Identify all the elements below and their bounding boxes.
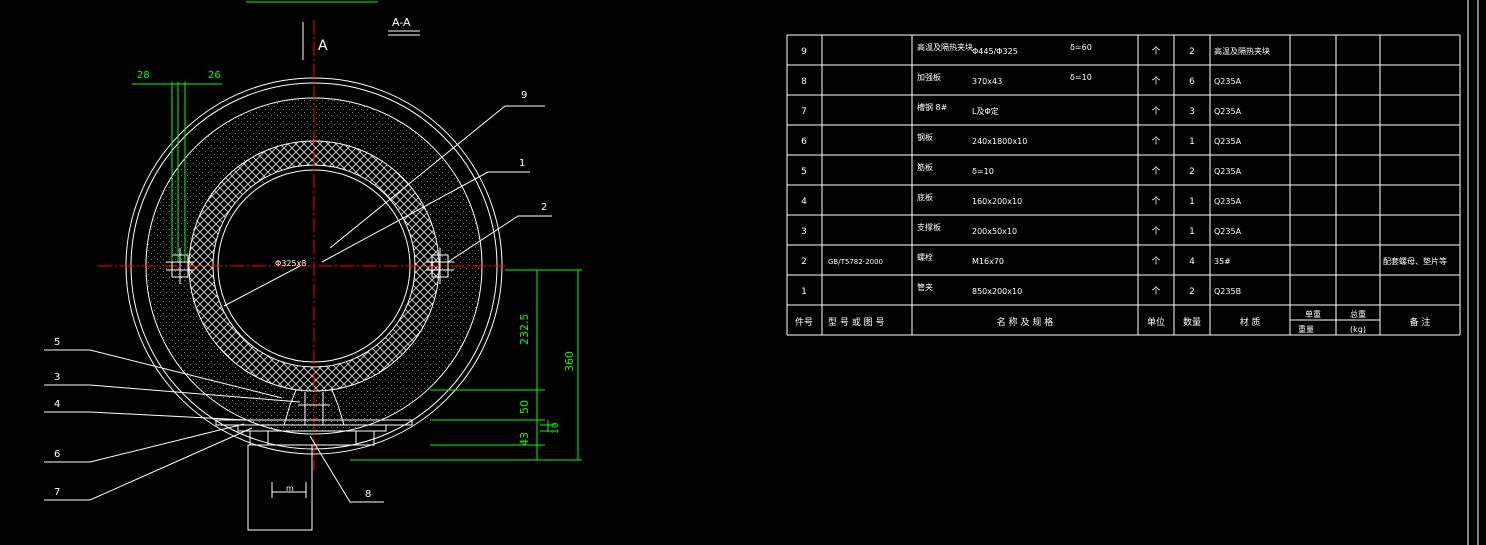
bom-row-spec: L及Φ定 [972, 106, 999, 116]
bom-row-qty: 4 [1189, 257, 1195, 267]
bom-header-weight-single: 单重 [1305, 309, 1321, 319]
bom-row-no: 8 [801, 77, 807, 87]
bom-row-name: 管夹 [917, 282, 933, 292]
bom-row-no: 4 [801, 197, 807, 207]
bom-row-qty: 1 [1189, 137, 1195, 147]
bom-row-material: 高温及隔热夹块 [1214, 46, 1270, 56]
dim-360: 360 [563, 351, 576, 372]
bom-row-material: Q235A [1214, 167, 1242, 176]
callout-4: 4 [54, 399, 60, 410]
section-letter: A [318, 38, 328, 54]
bom-row-material: Q235A [1214, 197, 1242, 206]
bom-row-spec: Φ445/Φ325 [972, 47, 1018, 56]
bom-header-qty: 数量 [1183, 316, 1201, 328]
bom-row-spec: 370x43 [972, 77, 1002, 86]
bom-row-unit: 个 [1151, 196, 1160, 207]
bom-row-no: 6 [801, 137, 807, 147]
bom-row-spec: 160x200x10 [972, 197, 1022, 206]
bom-row-name: 螺栓 [917, 252, 933, 262]
bom-row-name: 钢板 [917, 132, 933, 142]
bom-header-weight-unit: (kg) [1350, 325, 1366, 334]
bom-row-qty: 1 [1189, 227, 1195, 237]
bom-row-spec: δ=10 [972, 167, 994, 176]
bom-header-material: 材 质 [1240, 316, 1261, 328]
bom-header-std: 型 号 或 图 号 [828, 316, 884, 328]
bom-header-weight-total: 总重 [1350, 309, 1366, 319]
bom-header-note: 备 注 [1410, 316, 1431, 328]
view-label: A-A [392, 16, 411, 29]
bom-row-unit: 个 [1151, 46, 1160, 57]
bom-row-name: 加强板 [917, 72, 941, 82]
bom-row-qty: 2 [1189, 287, 1195, 297]
bom-row-unit: 个 [1151, 166, 1160, 177]
bom-row-material: Q235A [1214, 137, 1242, 146]
bom-row-spec: 240x1800x10 [972, 137, 1027, 146]
bom-row-no: 2 [801, 257, 807, 267]
bom-row-name: 支撑板 [917, 222, 941, 232]
callout-7: 7 [54, 487, 60, 498]
bom-row-no: 9 [801, 47, 807, 57]
bom-row-qty: 2 [1189, 167, 1195, 177]
bom-row-extra: δ=60 [1070, 43, 1092, 52]
bom-row-spec: M16x70 [972, 257, 1004, 266]
bom-row-note: 配套螺母、垫片等 [1383, 256, 1447, 266]
bom-header-unit: 单位 [1147, 316, 1165, 328]
dim-43: 43 [518, 432, 531, 446]
bom-row-unit: 个 [1151, 76, 1160, 87]
callout-2: 2 [541, 202, 547, 213]
dim-50: 50 [518, 400, 531, 414]
bom-row-name: 筋板 [917, 162, 933, 172]
clamp-ring-hatch [185, 138, 445, 398]
pipe-size-label: Φ325x8 [275, 259, 306, 268]
bolt-right [426, 248, 454, 284]
bom-row-extra: δ=10 [1070, 73, 1092, 82]
pipe-support-drawing: A A-A 28 26 [44, 1, 582, 531]
callouts: 9 1 2 5 3 4 6 7 8 [44, 90, 552, 503]
section-mark: A A-A [246, 1, 420, 60]
bom-row-unit: 个 [1151, 136, 1160, 147]
bom-row-qty: 6 [1189, 77, 1195, 87]
dim-232-5: 232.5 [518, 314, 531, 346]
bom-row-qty: 2 [1189, 47, 1195, 57]
dim-28: 28 [137, 70, 150, 81]
bom-row-material: Q235A [1214, 227, 1242, 236]
bom-header-no: 件号 [795, 316, 813, 328]
bom-row-qty: 1 [1189, 197, 1195, 207]
bom-header-name: 名 称 及 规 格 [997, 316, 1053, 328]
bom-row-unit: 个 [1151, 286, 1160, 297]
dimensions: 28 26 232.5 360 50 43 10 [132, 70, 582, 461]
callout-1: 1 [519, 158, 525, 169]
bom-row-name: 高温及隔热夹块 [917, 42, 973, 52]
bom-header-weight: 重量 [1298, 324, 1314, 334]
bom-row-material: 35# [1214, 257, 1231, 266]
callout-6: 6 [54, 449, 60, 460]
dim-10: 10 [551, 422, 561, 434]
bom-row-no: 7 [801, 107, 807, 117]
bom-row-material: Q235B [1214, 287, 1241, 296]
bom-row-no: 1 [801, 287, 807, 297]
bom-row-std: GB/T5782-2000 [828, 258, 883, 266]
dim-m: m [286, 484, 294, 493]
bom-row-material: Q235A [1214, 107, 1242, 116]
callout-8: 8 [365, 489, 371, 500]
callout-3: 3 [54, 372, 60, 383]
base-plates [215, 419, 413, 531]
bolt-left [166, 248, 194, 284]
dim-26: 26 [208, 70, 221, 81]
bom-row-qty: 3 [1189, 107, 1195, 117]
callout-9: 9 [521, 90, 527, 101]
bom-row-no: 3 [801, 227, 807, 237]
bom-row-spec: 200x50x10 [972, 227, 1017, 236]
bom-row-spec: 850x200x10 [972, 287, 1022, 296]
bom-row-name: 槽钢 8# [917, 102, 948, 112]
bom-row-unit: 个 [1151, 106, 1160, 117]
callout-5: 5 [54, 337, 60, 348]
bom-row-material: Q235A [1214, 77, 1242, 86]
bom-row-unit: 个 [1151, 226, 1160, 237]
bom-row-no: 5 [801, 167, 807, 177]
bom-row-unit: 个 [1151, 256, 1160, 267]
bom-row-name: 底板 [917, 192, 933, 202]
